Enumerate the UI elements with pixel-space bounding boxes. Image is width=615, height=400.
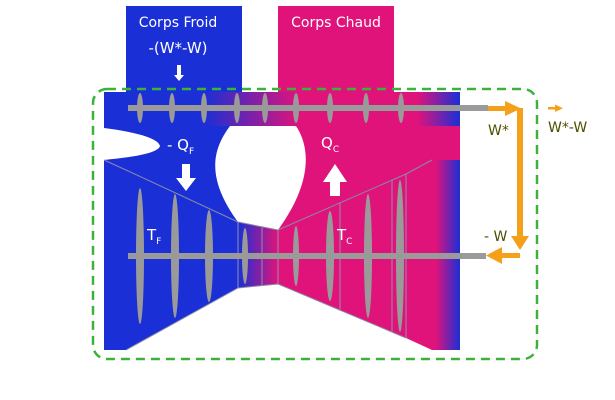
bottom-blades xyxy=(136,180,404,332)
blade xyxy=(396,180,404,332)
blade xyxy=(201,93,207,123)
cold-work-arrow-icon xyxy=(174,65,184,81)
work-out-line xyxy=(488,106,506,111)
work-out-arrow-icon xyxy=(505,101,521,116)
top-blades xyxy=(137,93,404,123)
cold-temp-sub: F xyxy=(156,237,161,247)
bottom-shaft xyxy=(128,253,486,259)
blade xyxy=(364,194,372,318)
hot-heat-arrow-icon xyxy=(323,164,347,196)
blade xyxy=(293,226,299,286)
system-boundary xyxy=(91,87,539,361)
net-work-arrow-icon xyxy=(555,104,563,112)
work-bottom-label: - W xyxy=(484,229,508,245)
blade xyxy=(205,210,213,302)
hot-connector xyxy=(278,126,460,230)
net-work-line xyxy=(548,107,556,110)
blade xyxy=(293,93,299,123)
cold-reservoir-title: Corps Froid xyxy=(139,15,218,31)
blade xyxy=(262,93,268,123)
blade xyxy=(327,93,333,123)
cold-heat-label: - QF xyxy=(167,136,194,157)
body-outline xyxy=(103,159,433,231)
hot-reservoir-box xyxy=(278,6,394,94)
hot-heat-sign: Q xyxy=(321,134,333,152)
cold-heat-sign: - Q xyxy=(167,136,189,154)
hot-heat-label: QC xyxy=(321,134,339,155)
work-in-line xyxy=(500,253,520,258)
hot-reservoir-title: Corps Chaud xyxy=(291,15,381,31)
cold-heat-sub: F xyxy=(189,147,194,157)
cold-heat-arrow-icon xyxy=(176,164,196,191)
top-shaft xyxy=(128,105,488,111)
cold-temp-label: TF xyxy=(146,226,161,247)
work-in-arrow-icon xyxy=(486,247,502,264)
blade xyxy=(169,93,175,123)
cold-temp-sym: T xyxy=(146,226,157,244)
blade xyxy=(171,194,179,318)
blade xyxy=(326,211,334,301)
blade xyxy=(363,93,369,123)
net-work-label: W*-W xyxy=(548,120,587,136)
hot-heat-sub: C xyxy=(333,145,339,155)
body-outline-bottom xyxy=(125,283,407,351)
hot-temp-sub: C xyxy=(346,237,352,247)
work-arrows xyxy=(486,101,563,264)
blade xyxy=(137,93,143,123)
work-down-arrow-icon xyxy=(511,236,529,250)
blade xyxy=(234,93,240,123)
blade xyxy=(136,188,144,324)
cold-reservoir-work: -(W*-W) xyxy=(148,39,207,57)
work-top-label: W* xyxy=(488,123,509,139)
cold-connector xyxy=(104,126,238,222)
work-vertical-line xyxy=(517,108,523,240)
hot-temp-label: TC xyxy=(336,226,352,247)
blade xyxy=(398,93,404,123)
blade xyxy=(242,228,248,284)
cold-reservoir-box xyxy=(126,6,242,94)
hot-temp-sym: T xyxy=(336,226,347,244)
